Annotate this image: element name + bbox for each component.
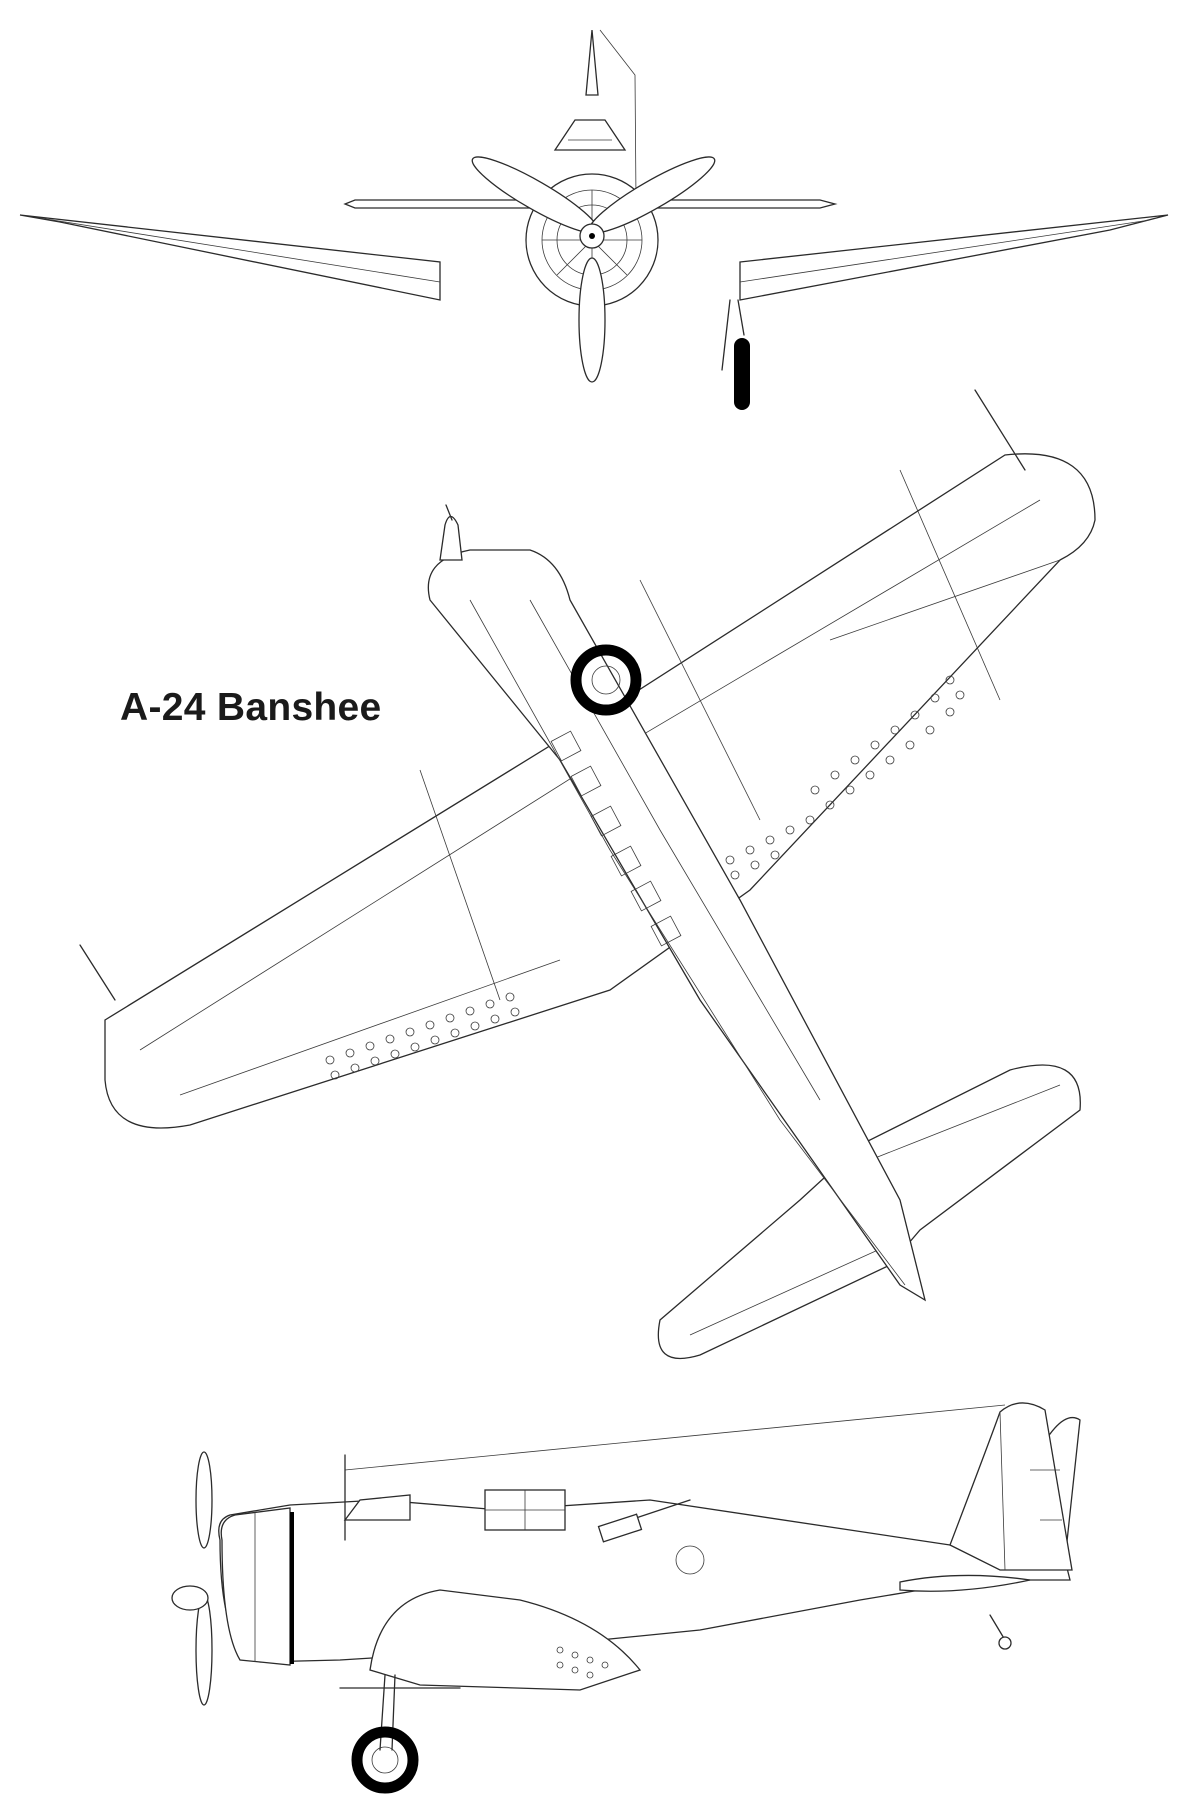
- front-view: [19, 29, 1169, 410]
- top-view: [79, 389, 1096, 1360]
- aircraft-title: A-24 Banshee: [120, 686, 382, 729]
- side-main-wheel: [351, 1726, 419, 1794]
- side-view: [171, 1402, 1081, 1794]
- main-wheel: [570, 644, 642, 716]
